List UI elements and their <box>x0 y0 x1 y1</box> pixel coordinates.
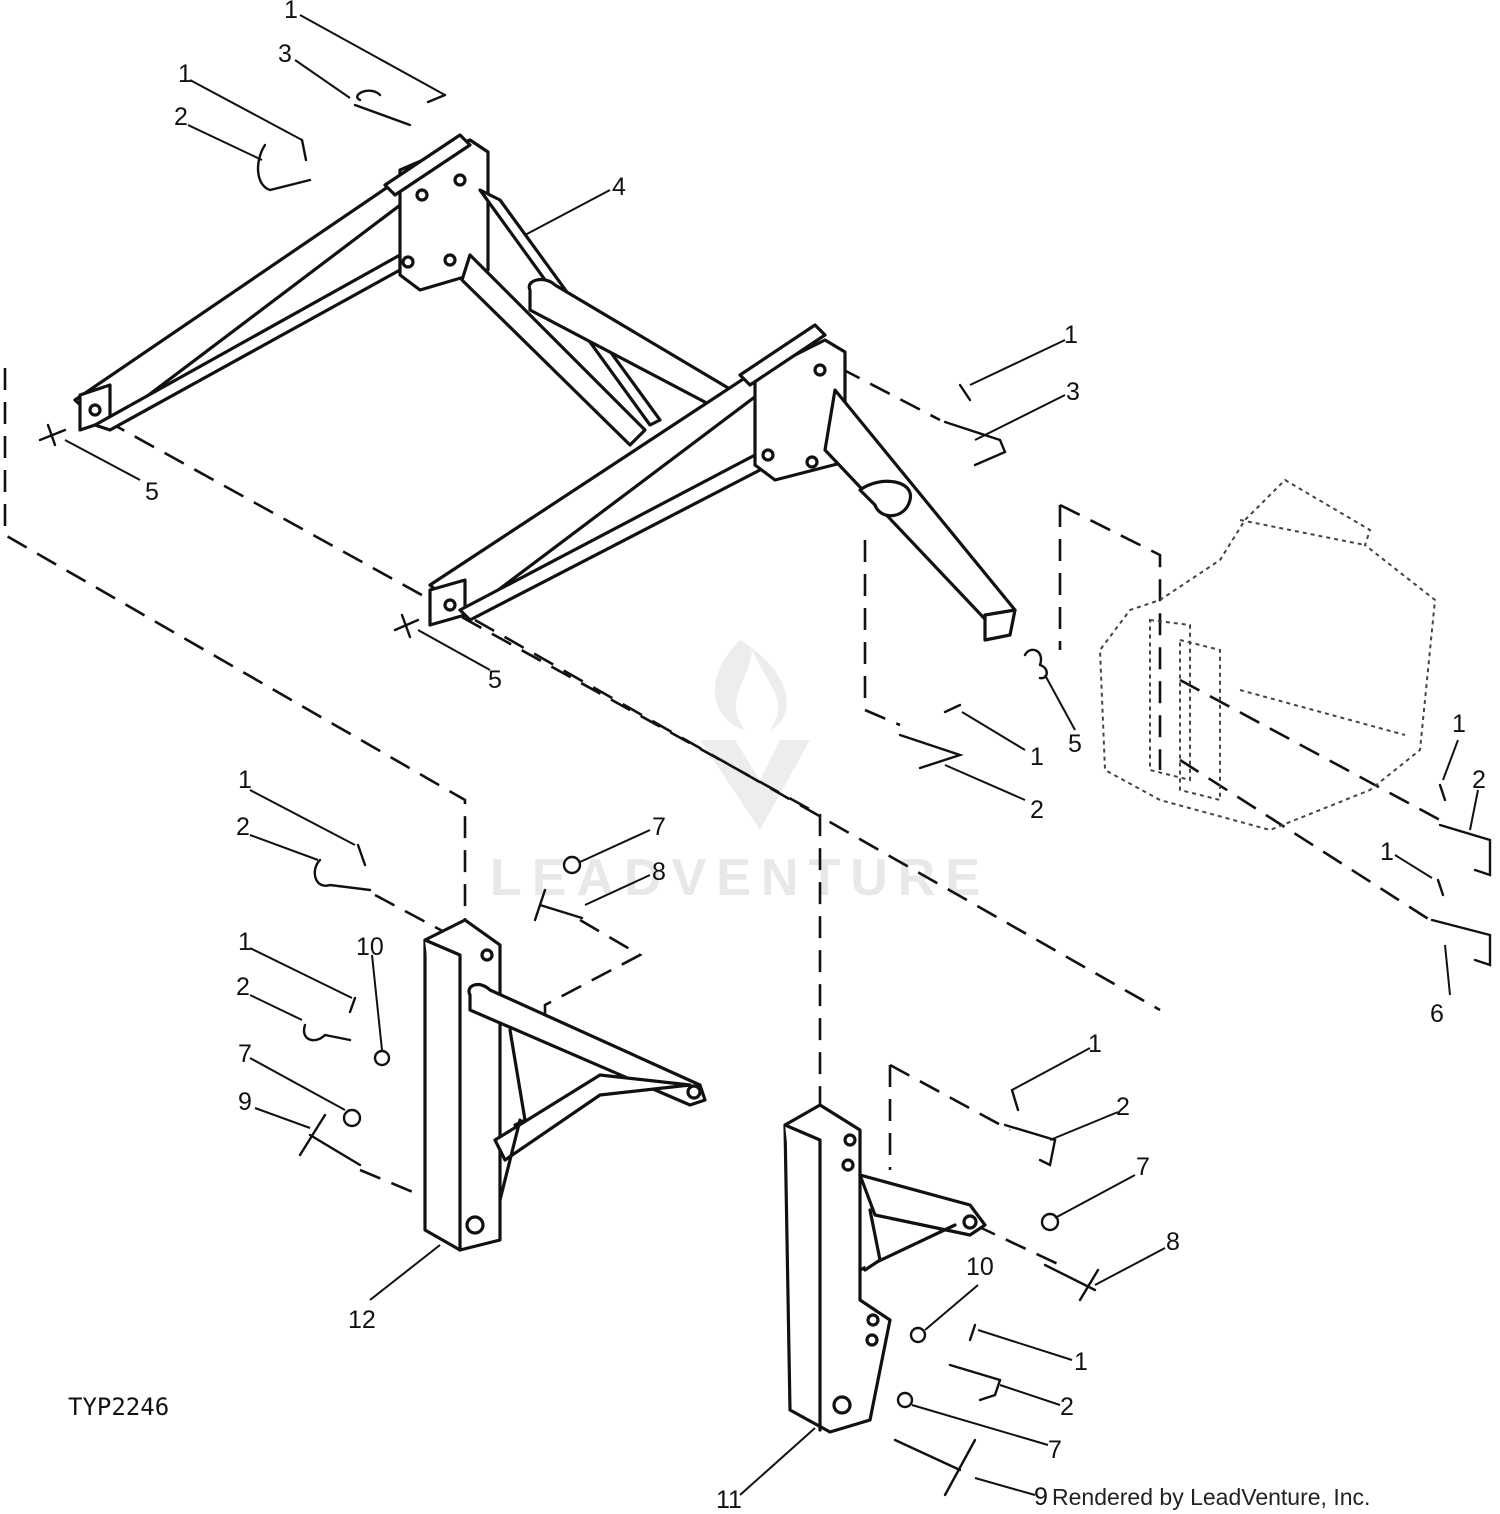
callout-8: 5 <box>145 478 159 506</box>
callout-31: 10 <box>966 1253 994 1281</box>
render-credit: Rendered by LeadVenture, Inc. <box>1052 1484 1370 1510</box>
watermark-text: LEADVENTURE <box>490 849 990 907</box>
callout-7: 3 <box>1066 378 1080 406</box>
callout-25: 9 <box>238 1088 252 1116</box>
callout-2: 3 <box>278 40 292 68</box>
guide-lines <box>3 366 1441 1267</box>
callout-11: 1 <box>1030 743 1044 771</box>
callout-35: 9 <box>1034 1483 1048 1511</box>
figure-code: TYP2246 <box>68 1393 169 1421</box>
callout-3: 1 <box>178 60 192 88</box>
callout-19: 7 <box>652 813 666 841</box>
callout-21: 1 <box>238 928 252 956</box>
callout-1: 1 <box>284 0 298 24</box>
standard-left <box>423 918 707 1252</box>
callout-12: 2 <box>1030 796 1044 824</box>
callout-30: 8 <box>1166 1228 1180 1256</box>
tractor-mount-outline <box>1098 478 1437 832</box>
callout-27: 1 <box>1088 1030 1102 1058</box>
callouts: 1 3 1 2 4 1 3 5 5 5 1 2 1 2 1 6 1 2 7 8 … <box>145 0 1486 1514</box>
callout-29: 7 <box>1136 1153 1150 1181</box>
callout-10: 5 <box>1068 730 1082 758</box>
callout-34: 7 <box>1048 1436 1062 1464</box>
callout-15: 1 <box>1380 838 1394 866</box>
standard-right <box>783 1103 987 1434</box>
callout-18: 2 <box>236 813 250 841</box>
callout-17: 1 <box>238 766 252 794</box>
callout-6: 1 <box>1064 321 1078 349</box>
callout-24: 7 <box>238 1040 252 1068</box>
callout-22: 10 <box>356 933 384 961</box>
callout-4: 2 <box>174 103 188 131</box>
callout-13: 1 <box>1452 710 1466 738</box>
callout-9: 5 <box>488 666 502 694</box>
callout-14: 2 <box>1472 766 1486 794</box>
callout-5: 4 <box>612 173 626 201</box>
hardware <box>38 89 1492 1497</box>
callout-20: 8 <box>652 858 666 886</box>
callout-16: 6 <box>1430 1000 1444 1028</box>
callout-26: 12 <box>348 1306 376 1334</box>
leader-lines <box>64 14 1479 1496</box>
callout-23: 2 <box>236 973 250 1001</box>
main-frame <box>73 133 1017 642</box>
callout-33: 2 <box>1060 1393 1074 1421</box>
callout-36: 11 <box>716 1486 742 1514</box>
callout-28: 2 <box>1116 1093 1130 1121</box>
callout-32: 1 <box>1074 1348 1088 1376</box>
